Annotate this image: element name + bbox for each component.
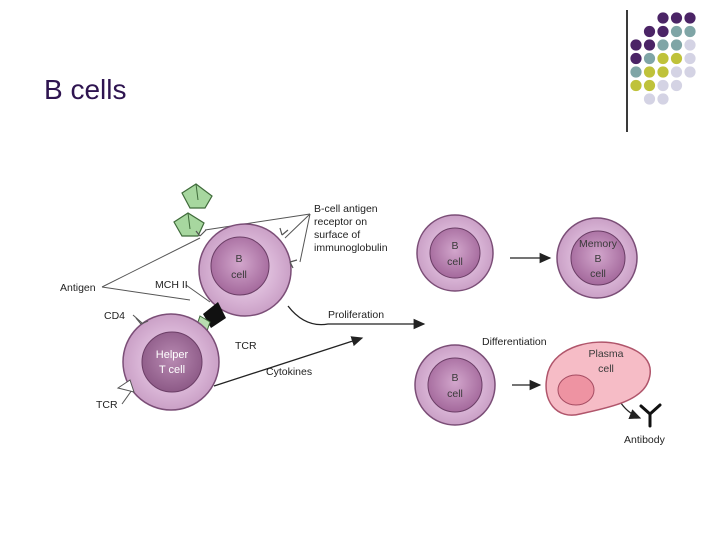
cytokines-label: Cytokines <box>266 366 312 378</box>
decorative-dot-grid <box>630 12 696 105</box>
antigen-crystal-top <box>181 183 213 209</box>
decor-dot <box>630 52 642 65</box>
plasma-cell-label-1: Plasma <box>588 348 623 360</box>
bcr-label-line-3: surface of <box>314 229 360 241</box>
decor-dot <box>643 66 656 78</box>
memory-b-cell-label-1: Memory <box>579 238 618 250</box>
helper-t-cell-label-1: Helper <box>156 349 189 361</box>
proliferation-arrow <box>287 305 426 330</box>
plasma-cell: Plasma cell <box>545 341 651 416</box>
b-cell-bottom-label-1: B <box>451 372 458 384</box>
plasma-cell-label-2: cell <box>598 363 614 375</box>
tcr-label-lower: TCR <box>96 399 118 411</box>
decor-dot <box>684 52 696 65</box>
tcr-stub <box>116 379 135 393</box>
decor-dot <box>670 25 683 38</box>
memory-b-cell-label-2: B <box>594 253 601 265</box>
mhc-label: MCH II <box>155 279 188 291</box>
antigen-label: Antigen <box>60 282 96 294</box>
decor-dot <box>643 52 656 65</box>
b-cell-bottom: B cell <box>414 344 496 426</box>
decor-dot <box>643 25 656 38</box>
b-cell-apc-label-1: B <box>235 253 242 265</box>
decor-dot <box>670 52 683 65</box>
antigen-crystal-bottom <box>173 212 205 237</box>
decor-dot <box>670 79 683 92</box>
decor-dot <box>643 79 656 92</box>
antibody-icon <box>639 403 662 428</box>
arrows <box>213 252 642 419</box>
helper-t-cell-label-2: T cell <box>159 364 185 376</box>
decor-dot <box>657 93 669 105</box>
tcr-label-upper: TCR <box>235 340 257 352</box>
b-cell-bottom-label-2: cell <box>447 388 463 400</box>
b-cell-apc-label-2: cell <box>231 269 247 281</box>
antibody-label: Antibody <box>624 434 666 446</box>
decor-dot <box>657 66 669 78</box>
decor-dot <box>684 39 696 51</box>
decor-dot <box>657 39 669 51</box>
cytokines-arrow <box>213 336 364 387</box>
memory-b-cell-label-3: cell <box>590 268 606 280</box>
decor-dot <box>684 66 696 78</box>
decor-dot <box>630 66 642 78</box>
decor-dot <box>657 12 669 24</box>
proliferation-label: Proliferation <box>328 309 384 321</box>
decor-dot <box>657 52 669 65</box>
decor-dot <box>657 79 669 92</box>
b-cell-top-label-1: B <box>451 240 458 252</box>
decor-dot <box>670 39 683 51</box>
memory-b-cell: Memory B cell <box>556 217 638 299</box>
decor-dot <box>684 12 696 24</box>
b-cell-top-label-2: cell <box>447 256 463 268</box>
bcr-label-line-4: immunoglobulin <box>314 242 388 254</box>
decor-dot <box>670 12 683 24</box>
receptor-stubs <box>195 227 298 269</box>
decor-dot <box>643 39 656 51</box>
b-cell-top: B cell <box>416 214 494 292</box>
bcr-label-line-1: B-cell antigen <box>314 203 378 215</box>
slide-title: B cells <box>44 74 127 105</box>
decor-dot <box>657 25 669 38</box>
title-divider-line <box>626 10 628 132</box>
decor-dot <box>643 93 656 105</box>
decor-dot <box>630 79 642 92</box>
pointer-lines <box>101 213 311 405</box>
b-cell-apc: B cell <box>198 223 292 317</box>
cd4-stub <box>135 317 149 325</box>
differentiation-label: Differentiation <box>482 336 547 348</box>
decor-dot <box>684 25 696 38</box>
bcr-label-line-2: receptor on <box>314 216 367 228</box>
decor-dot <box>630 39 642 51</box>
decor-dot <box>670 66 683 78</box>
helper-t-cell: Helper T cell <box>122 313 220 411</box>
cd4-label: CD4 <box>104 310 125 322</box>
